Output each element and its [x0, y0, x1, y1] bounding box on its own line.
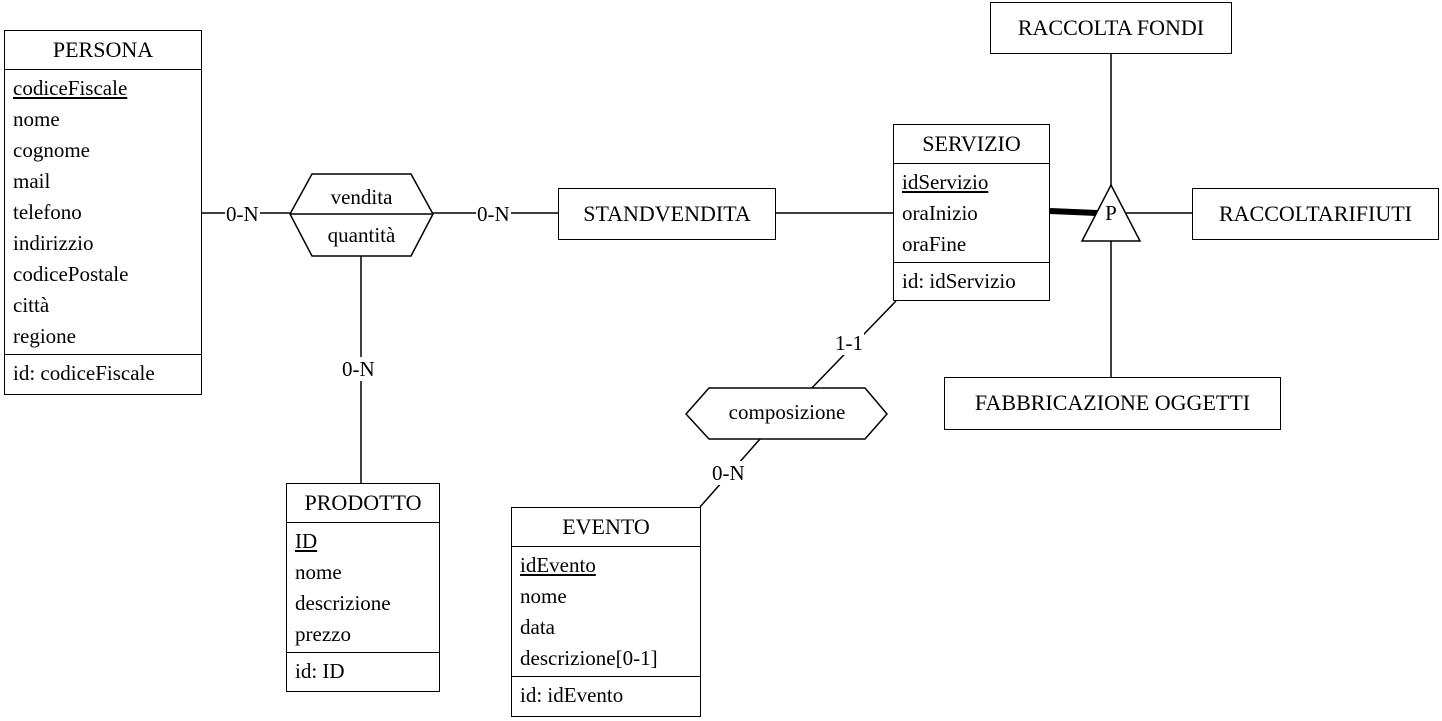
attribute-data: data [520, 615, 555, 639]
attribute-descrizione: descrizione [295, 591, 391, 615]
attribute-orainizio: oraInizio [902, 201, 978, 225]
entity-servizio-title: SERVIZIO [894, 125, 1049, 164]
cardinality-evento-composizione: 0-N [711, 461, 746, 485]
attribute-prezzo: prezzo [295, 622, 351, 646]
line-servizio-partition [1049, 208, 1098, 216]
entity-evento: EVENTO idEvento nome data descrizione[0-… [511, 507, 701, 717]
partition-label: P [1105, 201, 1117, 225]
attribute-nome: nome [295, 560, 342, 584]
entity-persona: PERSONA codiceFiscale nome cognome mail … [4, 30, 202, 395]
attribute-codicepostale: codicePostale [13, 262, 129, 286]
attribute-nome: nome [13, 107, 60, 131]
entity-fabbricazione-oggetti: FABBRICAZIONE OGGETTI [944, 377, 1281, 430]
entity-raccolta-fondi: RACCOLTA FONDI [990, 2, 1232, 54]
cardinality-persona-vendita: 0-N [225, 202, 260, 226]
attribute-mail: mail [13, 169, 51, 193]
attribute-regione: regione [13, 324, 76, 348]
attribute-citta: città [13, 293, 50, 317]
entity-servizio: SERVIZIO idServizio oraInizio oraFine id… [893, 124, 1050, 301]
attribute-idservizio: idServizio [902, 170, 989, 194]
entity-evento-title: EVENTO [512, 508, 700, 547]
partition-triangle [1080, 183, 1142, 242]
attribute-nome: nome [520, 584, 567, 608]
relationship-vendita-name: vendita [330, 185, 393, 209]
relationship-composizione-shape [684, 387, 888, 440]
attribute-cognome: cognome [13, 138, 90, 162]
entity-raccolta-rifiuti: RACCOLTARIFIUTI [1192, 188, 1439, 240]
entity-persona-identifier: id: codiceFiscale [13, 361, 155, 385]
relationship-composizione-name: composizione [728, 400, 846, 424]
entity-persona-title: PERSONA [5, 31, 201, 70]
entity-prodotto-identifier: id: ID [295, 659, 345, 683]
attribute-indirizzio: indirizzio [13, 231, 94, 255]
entity-standvendita: STANDVENDITA [558, 188, 776, 240]
attribute-idevento: idEvento [520, 553, 596, 577]
attribute-codicefiscale: codiceFiscale [13, 76, 128, 100]
entity-servizio-attributes: idServizio oraInizio oraFine [894, 164, 1049, 263]
cardinality-prodotto-vendita: 0-N [341, 357, 376, 381]
entity-servizio-identifier: id: idServizio [902, 269, 1016, 293]
entity-prodotto-attributes: ID nome descrizione prezzo [287, 523, 439, 653]
attribute-telefono: telefono [13, 200, 82, 224]
attribute-orafine: oraFine [902, 232, 967, 256]
relationship-vendita-attribute: quantità [327, 223, 396, 247]
cardinality-servizio-composizione: 1-1 [834, 331, 864, 355]
entity-prodotto: PRODOTTO ID nome descrizione prezzo id: … [286, 483, 440, 692]
attribute-descrizione: descrizione[0-1] [520, 646, 658, 670]
entity-persona-attributes: codiceFiscale nome cognome mail telefono… [5, 70, 201, 355]
entity-evento-identifier: id: idEvento [520, 683, 624, 707]
entity-evento-attributes: idEvento nome data descrizione[0-1] [512, 547, 700, 677]
cardinality-standvendita-vendita: 0-N [476, 202, 511, 226]
attribute-id: ID [295, 529, 318, 553]
entity-prodotto-title: PRODOTTO [287, 484, 439, 523]
